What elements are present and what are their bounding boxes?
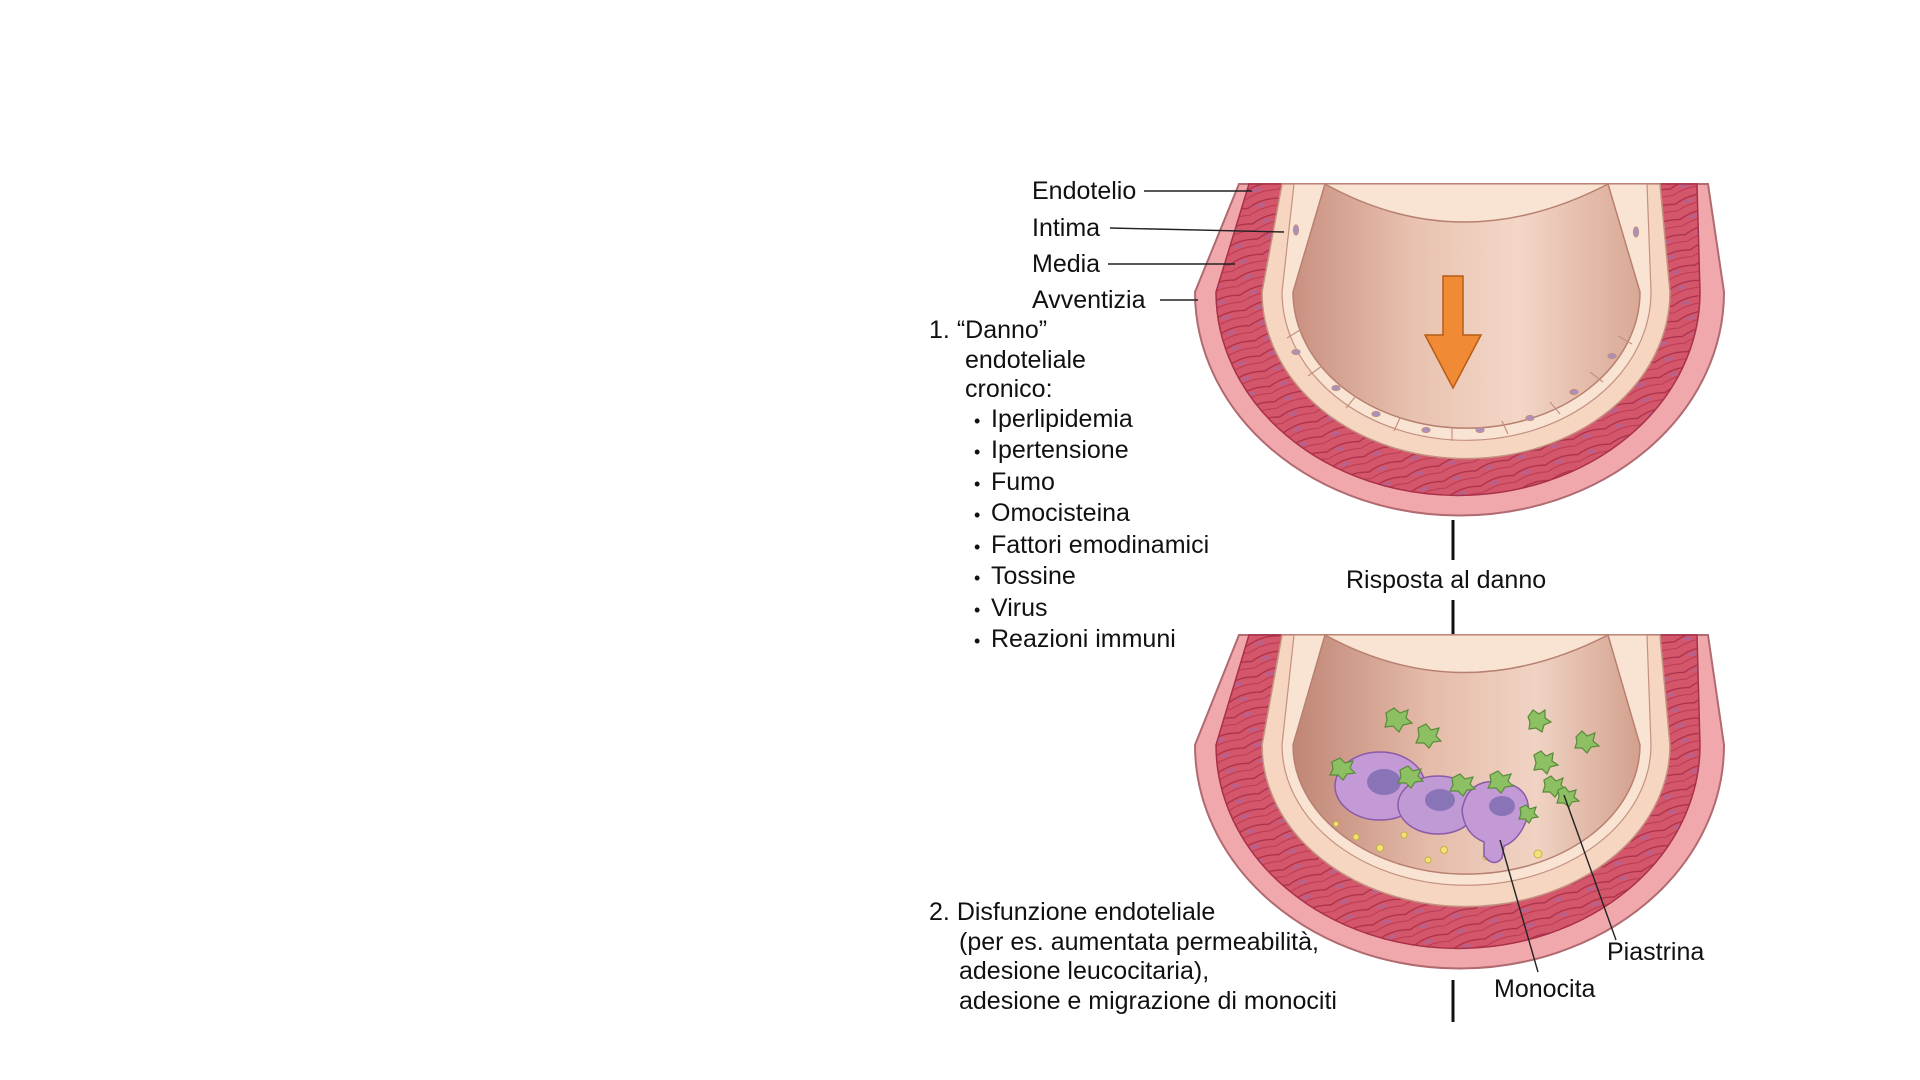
response-label: Risposta al danno xyxy=(1346,566,1547,594)
label-adventitia: Avventizia xyxy=(1032,286,1146,314)
platelet-leader xyxy=(1563,794,1617,941)
vessel-dysfunction xyxy=(1193,633,1726,973)
step1-title-2: endoteliale xyxy=(965,345,1086,374)
injury-arrow xyxy=(1423,275,1483,390)
platelets xyxy=(1329,707,1601,824)
step1-block: 1. “Danno” endoteliale cronico: Iperlipi… xyxy=(929,316,1209,657)
cause-item: Reazioni immuni xyxy=(974,625,1209,657)
cause-item: Tossine xyxy=(974,562,1209,594)
cause-item: Fattori emodinamici xyxy=(974,531,1209,563)
step2-line-3: adesione leucocitaria), xyxy=(959,957,1210,985)
monocyte-leader xyxy=(1499,839,1539,973)
step2-block: 2. Disfunzione endoteliale (per es. aume… xyxy=(929,898,1337,1016)
vessel-lumen xyxy=(1292,182,1641,429)
label-platelet: Piastrina xyxy=(1607,938,1705,966)
label-monocyte: Monocita xyxy=(1494,975,1596,1003)
layer-leader-lines xyxy=(1108,190,1285,301)
cause-item: Fumo xyxy=(974,468,1209,500)
step1-title-1: “Danno” xyxy=(956,316,1048,344)
step2-text-1: Disfunzione endoteliale xyxy=(956,898,1216,926)
label-media: Media xyxy=(1032,250,1101,278)
cell-leader-lines xyxy=(1499,794,1617,973)
intima-leader xyxy=(1109,227,1285,233)
endothelial-cells xyxy=(1286,224,1640,441)
cause-item: Omocisteina xyxy=(974,499,1209,531)
vessel-healthy xyxy=(1193,182,1726,517)
step1-causes-list: Iperlipidemia Ipertensione Fumo Omociste… xyxy=(929,405,1209,657)
cause-item: Iperlipidemia xyxy=(974,405,1209,437)
step1-title-3: cronico: xyxy=(965,375,1053,403)
step2-line-4: adesione e migrazione di monociti xyxy=(959,986,1337,1015)
step2-line-2: (per es. aumentata permeabilità, xyxy=(959,927,1319,956)
step2-line-1: 2. Disfunzione endoteliale xyxy=(929,898,1337,928)
step2-number: 2. xyxy=(929,898,950,926)
label-intima: Intima xyxy=(1032,214,1101,242)
step1-number: 1. xyxy=(929,316,950,344)
cause-item: Ipertensione xyxy=(974,436,1209,468)
step1-title-line: 1. “Danno” xyxy=(929,316,1209,346)
cause-item: Virus xyxy=(974,594,1209,626)
label-endothelium: Endotelio xyxy=(1032,177,1137,205)
